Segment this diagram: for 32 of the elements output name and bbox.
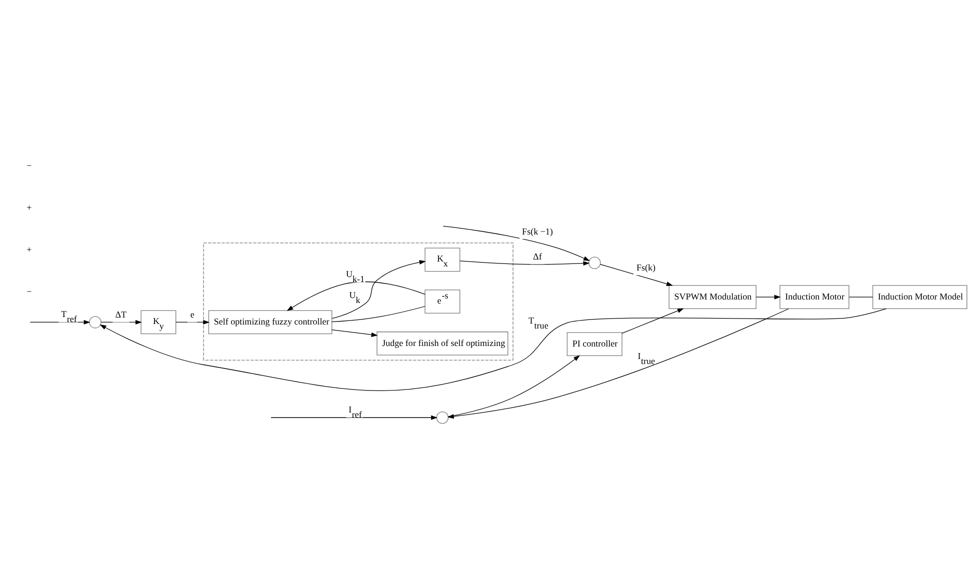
node-circle (436, 411, 449, 424)
arrow (756, 294, 781, 299)
arrow (270, 414, 438, 420)
arrow (100, 319, 142, 324)
edge-label: Fs(k −1) (522, 226, 553, 236)
edge-label: ΔT (115, 308, 127, 319)
node-box: Judge for finish of self optimizing (376, 331, 508, 355)
label: + (26, 202, 32, 212)
arrow (332, 260, 426, 318)
arrow (460, 256, 590, 266)
arrow (447, 308, 790, 418)
arrow (332, 328, 378, 336)
arrow (622, 308, 684, 334)
label: + (26, 244, 32, 254)
edge-label: Fs(k) (636, 262, 656, 272)
node-box: Induction Motor Model (872, 284, 968, 308)
node-circle (588, 256, 601, 269)
label: − (26, 160, 32, 170)
arrow (30, 319, 90, 324)
edge-label: Δf (533, 250, 542, 261)
arrow (286, 280, 426, 310)
arrow (600, 264, 673, 286)
node-box: Induction Motor (780, 284, 850, 308)
edge-label: e (190, 308, 194, 319)
node-box: PI controller (566, 332, 622, 356)
arrow (176, 319, 210, 324)
label: − (26, 286, 32, 296)
connector (332, 306, 426, 322)
node-box: Self optimizing fuzzy controller (208, 310, 332, 334)
node-box: SVPWM Modulation (668, 284, 756, 308)
connector (848, 296, 874, 297)
node-circle (89, 316, 102, 328)
